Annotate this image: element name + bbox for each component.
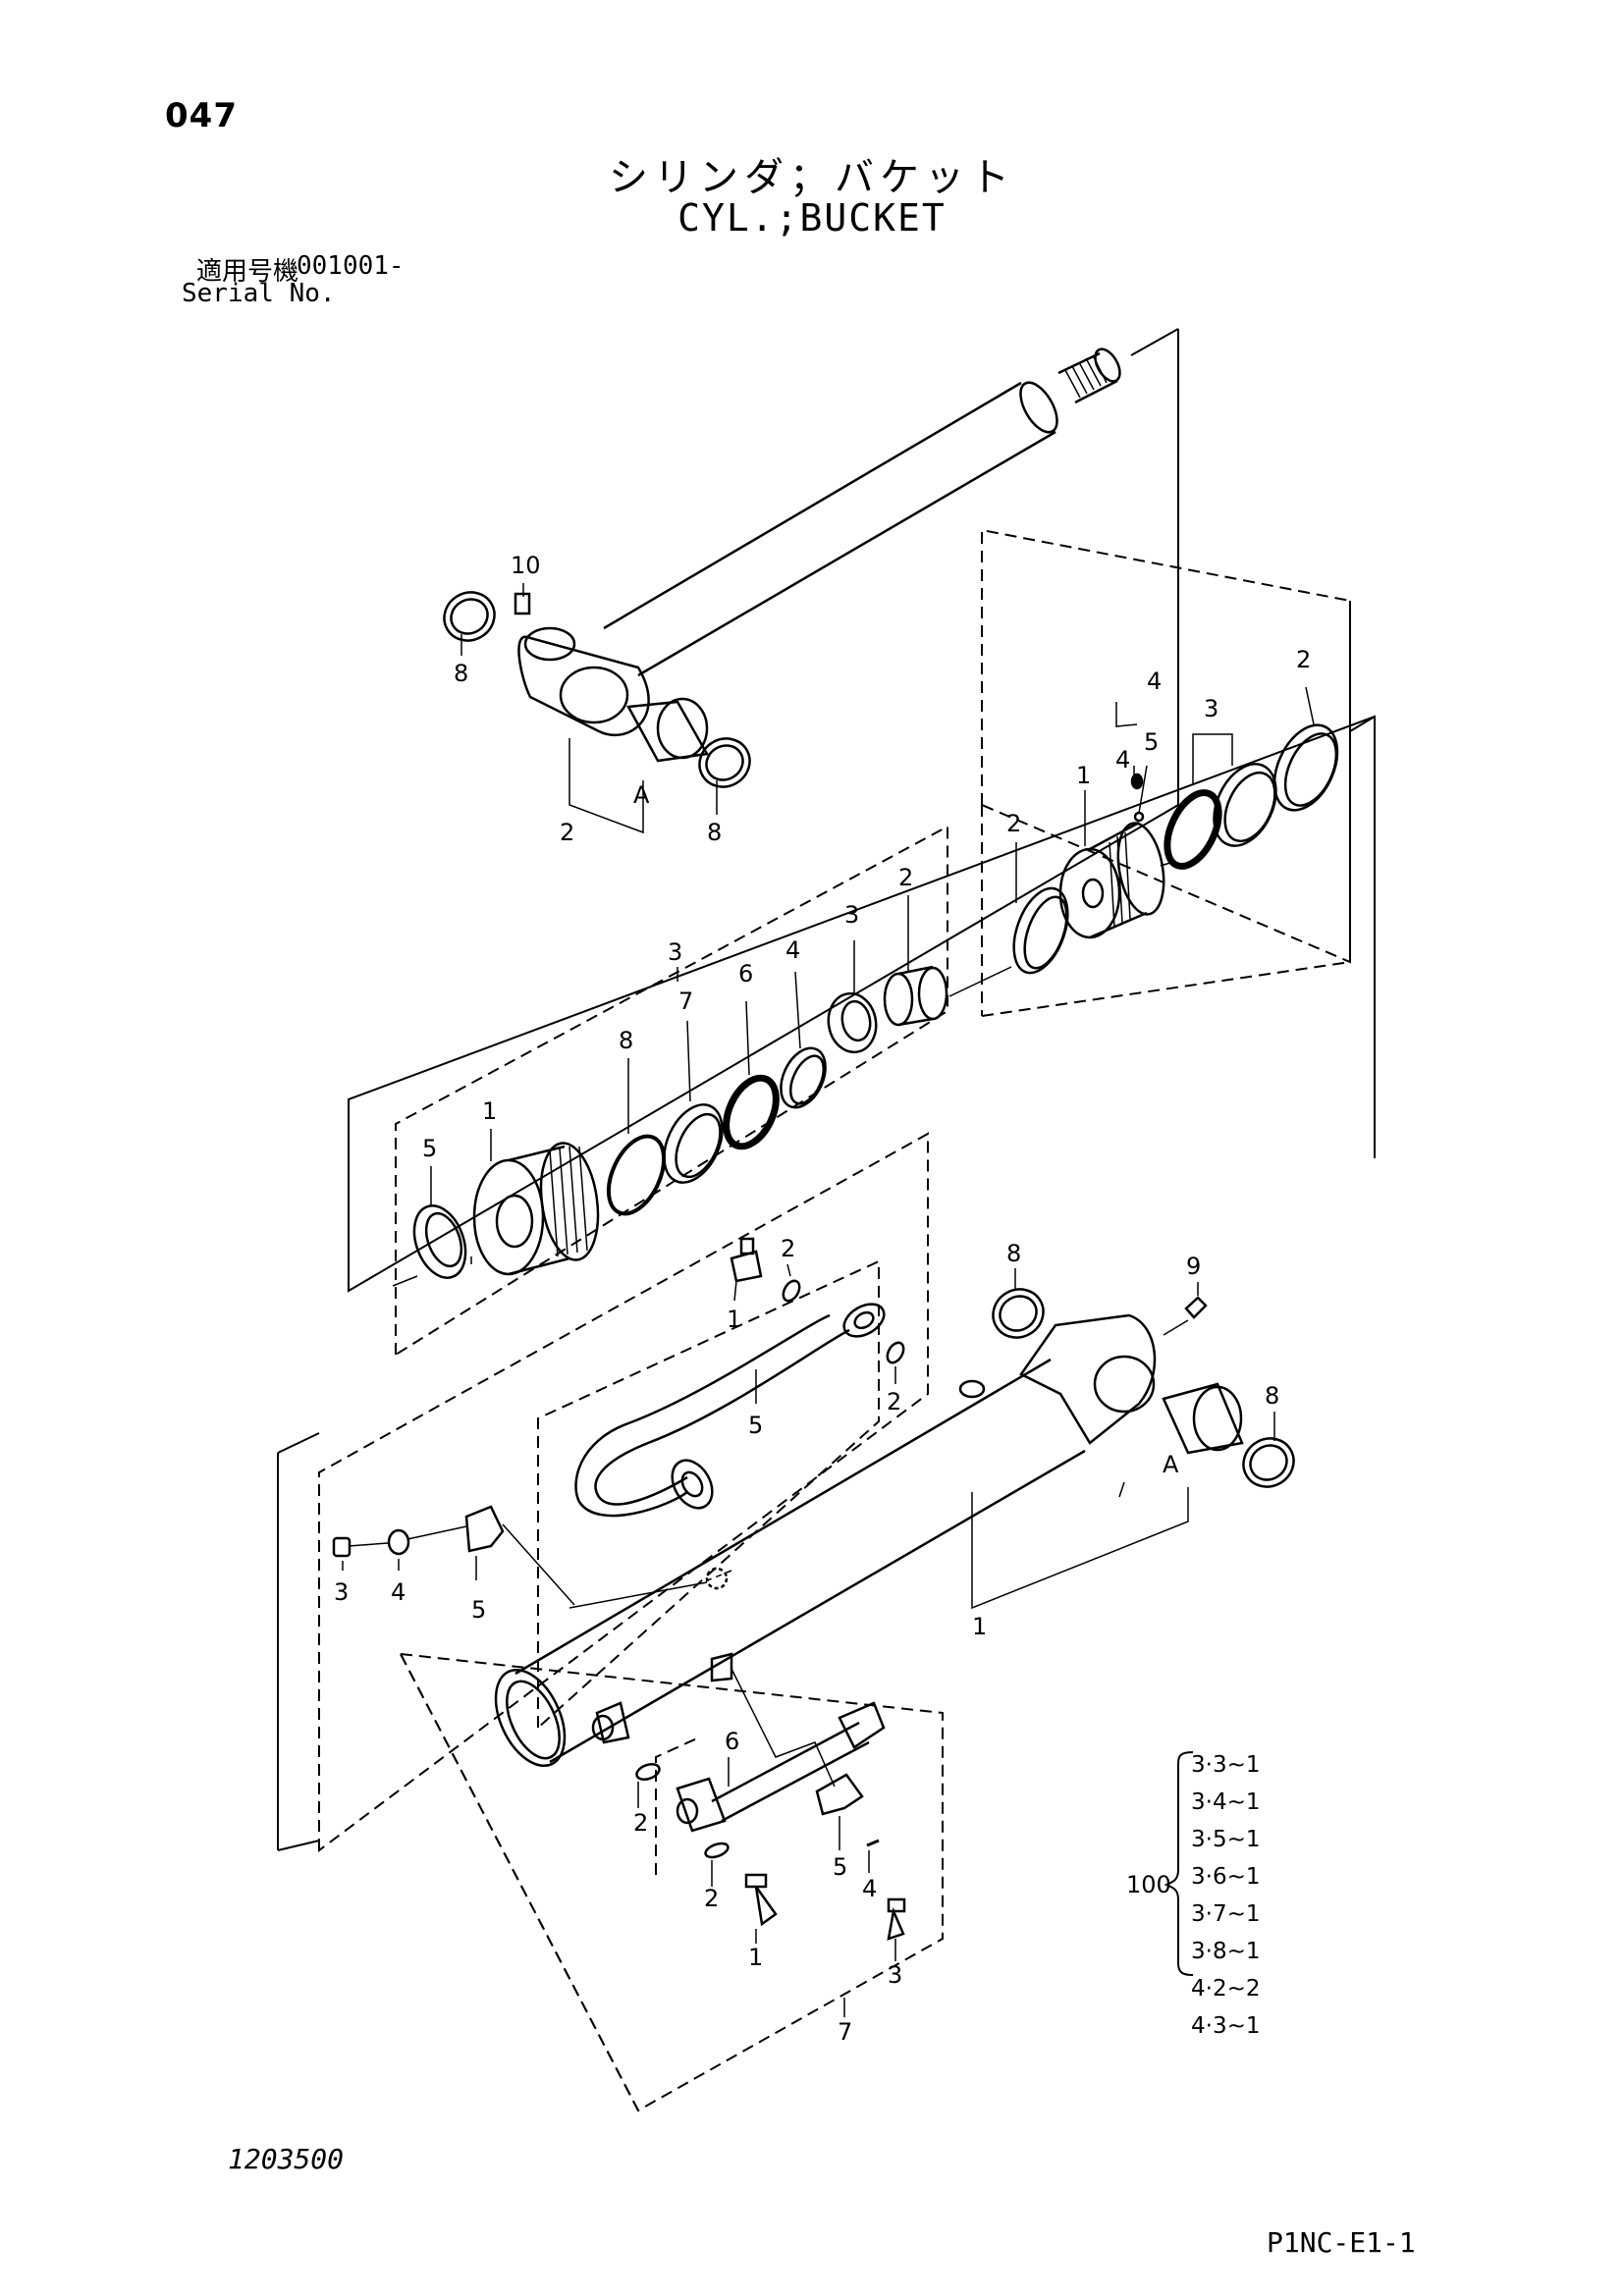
lower-callout-2b: 2 xyxy=(704,1885,719,1912)
pipe-assembly xyxy=(277,1132,929,1852)
lower-callout-2a: 2 xyxy=(633,1809,648,1837)
pipe-callout-2a: 2 xyxy=(781,1235,795,1262)
serial-value: 001001- xyxy=(297,251,405,281)
lower-callout-4: 4 xyxy=(862,1875,877,1902)
seal-kit-entry: 3·6~1 xyxy=(1191,1864,1260,1890)
clamp-callout-4: 4 xyxy=(391,1578,406,1606)
head-kit-callout-4: 4 xyxy=(785,936,800,964)
seal-kit-entry: 3·5~1 xyxy=(1191,1827,1260,1852)
tube-callout-8b: 8 xyxy=(1265,1382,1279,1410)
clamp-callout-5: 5 xyxy=(471,1596,486,1624)
title-english: CYL.;BUCKET xyxy=(677,196,947,240)
cylinder-head-kit xyxy=(348,715,1376,1357)
piston-kit-callout-5: 5 xyxy=(1144,728,1159,756)
tube-callout-1: 1 xyxy=(972,1613,987,1640)
cylinder-tube xyxy=(494,1268,1295,1768)
piston-kit-callout-3: 3 xyxy=(1204,695,1218,722)
head-kit-callout-7: 7 xyxy=(678,988,693,1015)
piston-kit-callout-2b: 2 xyxy=(1296,646,1311,673)
clamp-set xyxy=(332,1505,708,1609)
clamp-callout-3: 3 xyxy=(334,1578,349,1606)
tube-callout-A: A xyxy=(1163,1451,1179,1478)
seal-kit-entry: 3·7~1 xyxy=(1191,1901,1260,1927)
title-japanese: シリンダ；バケット xyxy=(609,155,1015,200)
page-code: P1NC-E1-1 xyxy=(1267,2226,1416,2259)
seal-kit-entry: 4·3~1 xyxy=(1191,2013,1260,2039)
head-kit-callout-3b: 3 xyxy=(844,901,859,929)
drawing-number: 1203500 xyxy=(228,2143,345,2175)
rod-callout-A: A xyxy=(633,781,650,809)
seal-kit-entry: 3·8~1 xyxy=(1191,1939,1260,1964)
head-kit-callout-2: 2 xyxy=(898,864,913,891)
page-number: 047 xyxy=(165,96,238,135)
piston-kit-callout-4: 4 xyxy=(1147,667,1162,695)
serial-label-japanese: 適用号機 xyxy=(196,257,299,287)
head-kit-callout-6: 6 xyxy=(738,960,753,988)
rod-callout-8b: 8 xyxy=(707,819,722,846)
tube-callout-8a: 8 xyxy=(1006,1240,1021,1267)
lower-callout-6: 6 xyxy=(725,1728,739,1755)
lower-pipe-kit xyxy=(399,1652,944,2112)
piston-kit-callout-1: 1 xyxy=(1076,762,1091,789)
pipe-callout-2b: 2 xyxy=(887,1388,901,1415)
piston-kit xyxy=(981,528,1351,1017)
head-kit-callout-8: 8 xyxy=(619,1027,633,1054)
lower-callout-1: 1 xyxy=(748,1944,763,1971)
rod-callout-8a: 8 xyxy=(454,660,468,687)
lower-callout-3: 3 xyxy=(888,1961,902,1989)
seal-kit-label: 100 xyxy=(1126,1871,1171,1898)
seal-kit-entry: 3·4~1 xyxy=(1191,1789,1260,1815)
pipe-callout-5: 5 xyxy=(748,1412,763,1439)
seal-kit-entry: 4·2~2 xyxy=(1191,1976,1260,2002)
head-kit-callout-5: 5 xyxy=(422,1135,437,1162)
head-kit-callout-3: 3 xyxy=(668,938,682,966)
piston-rod-assembly xyxy=(348,328,1179,1293)
rod-callout-10: 10 xyxy=(511,552,541,579)
serial-label-english: Serial No. xyxy=(182,279,336,308)
lower-callout-7: 7 xyxy=(838,2018,852,2046)
tube-callout-9: 9 xyxy=(1186,1253,1201,1280)
rod-callout-2: 2 xyxy=(560,819,574,846)
seal-kit-entry: 3·3~1 xyxy=(1191,1752,1260,1778)
seal-kit-list xyxy=(1164,1751,1194,1976)
piston-kit-callout-4s: 4 xyxy=(1115,746,1130,774)
head-kit-callout-1: 1 xyxy=(482,1097,497,1125)
piston-kit-callout-2a: 2 xyxy=(1006,810,1021,837)
lower-callout-5: 5 xyxy=(833,1853,847,1881)
pipe-callout-1: 1 xyxy=(727,1306,741,1333)
